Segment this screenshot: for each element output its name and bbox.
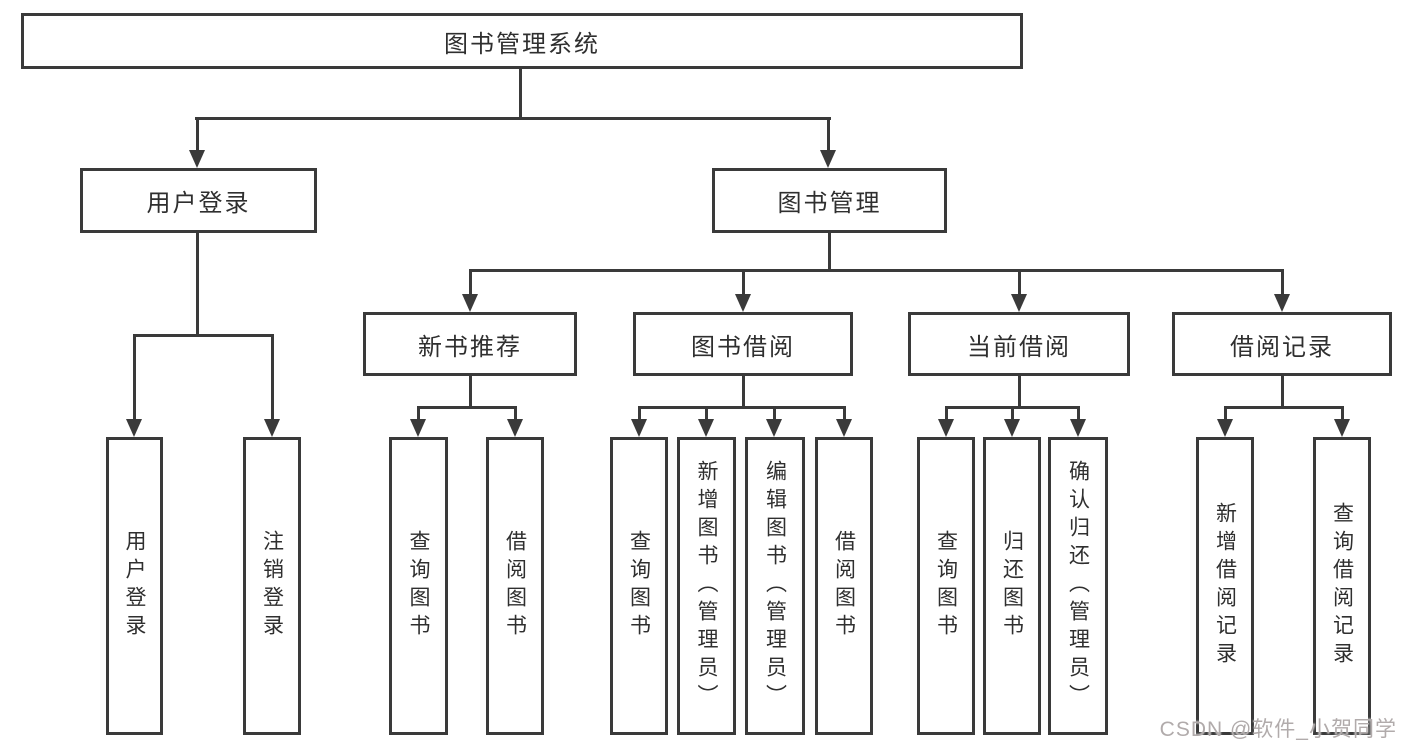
line-segment: [1224, 406, 1227, 421]
node-label: 查询借阅记录: [1330, 502, 1354, 670]
node-book-management: 图书管理: [712, 168, 947, 233]
node-label: 借阅图书: [503, 530, 527, 642]
node-label: 当前借阅: [967, 333, 1071, 361]
line-segment: [417, 406, 420, 421]
node-label: 查询图书: [934, 530, 958, 642]
line-segment: [469, 269, 472, 296]
node-label: 借阅图书: [832, 530, 856, 642]
arrow-down-icon: [126, 419, 142, 437]
line-segment: [196, 117, 199, 152]
leaf-query-books-current: 查询图书: [917, 437, 975, 735]
arrow-down-icon: [462, 294, 478, 312]
arrow-down-icon: [766, 419, 782, 437]
arrow-down-icon: [836, 419, 852, 437]
line-segment: [773, 406, 776, 421]
leaf-edit-books-admin: 编辑图书（管理员）: [745, 437, 805, 735]
arrow-down-icon: [1011, 294, 1027, 312]
node-label: 编辑图书（管理员）: [763, 460, 787, 712]
leaf-add-books-admin: 新增图书（管理员）: [677, 437, 736, 735]
line-segment: [638, 406, 641, 421]
line-segment: [1018, 376, 1021, 409]
leaf-query-books-recommend: 查询图书: [389, 437, 448, 735]
arrow-down-icon: [507, 419, 523, 437]
leaf-borrow-books-recommend: 借阅图书: [486, 437, 544, 735]
arrow-down-icon: [264, 419, 280, 437]
arrow-down-icon: [1217, 419, 1233, 437]
line-segment: [827, 117, 830, 152]
leaf-logout: 注销登录: [243, 437, 301, 735]
arrow-down-icon: [410, 419, 426, 437]
node-label: 图书管理系统: [444, 30, 600, 58]
node-label: 用户登录: [146, 190, 251, 217]
node-library-management-system: 图书管理系统: [21, 13, 1023, 69]
line-segment: [1224, 406, 1344, 409]
arrow-down-icon: [1334, 419, 1350, 437]
node-label: 归还图书: [1000, 530, 1024, 642]
line-segment: [469, 376, 472, 409]
line-segment: [1077, 406, 1080, 421]
line-segment: [133, 334, 136, 421]
leaf-add-borrow-record: 新增借阅记录: [1196, 437, 1254, 735]
line-segment: [638, 406, 846, 409]
leaf-return-books: 归还图书: [983, 437, 1041, 735]
line-segment: [705, 406, 708, 421]
line-segment: [1281, 269, 1284, 296]
line-segment: [1281, 376, 1284, 409]
leaf-query-borrow-record: 查询借阅记录: [1313, 437, 1371, 735]
node-label: 查询图书: [627, 530, 651, 642]
leaf-query-books-borrow: 查询图书: [610, 437, 668, 735]
arrow-down-icon: [189, 150, 205, 168]
line-segment: [828, 233, 831, 272]
line-segment: [1018, 269, 1021, 296]
node-label: 图书管理: [777, 190, 882, 217]
node-label: 图书借阅: [691, 333, 795, 361]
node-current-borrowing: 当前借阅: [908, 312, 1130, 376]
leaf-confirm-return-admin: 确认归还（管理员）: [1048, 437, 1108, 735]
node-label: 新书推荐: [418, 333, 522, 361]
line-segment: [1341, 406, 1344, 421]
line-segment: [519, 69, 522, 120]
node-new-book-recommendation: 新书推荐: [363, 312, 577, 376]
node-label: 新增图书（管理员）: [695, 460, 718, 712]
node-label: 查询图书: [407, 530, 430, 642]
line-segment: [271, 334, 274, 421]
arrow-down-icon: [820, 150, 836, 168]
node-label: 注销登录: [260, 530, 284, 642]
arrow-down-icon: [631, 419, 647, 437]
node-label: 确认归还（管理员）: [1066, 460, 1090, 712]
csdn-watermark: CSDN @软件_小贺同学: [1159, 718, 1397, 741]
arrow-down-icon: [698, 419, 714, 437]
line-segment: [514, 406, 517, 421]
node-label: 新增借阅记录: [1213, 502, 1237, 670]
line-segment: [133, 334, 274, 337]
leaf-borrow-books: 借阅图书: [815, 437, 873, 735]
arrow-down-icon: [1070, 419, 1086, 437]
line-segment: [417, 406, 517, 409]
line-segment: [196, 233, 199, 337]
arrow-down-icon: [938, 419, 954, 437]
line-segment: [469, 269, 1284, 272]
line-segment: [742, 376, 745, 409]
arrow-down-icon: [1004, 419, 1020, 437]
node-label: 用户登录: [123, 530, 146, 642]
node-book-borrowing: 图书借阅: [633, 312, 853, 376]
line-segment: [742, 269, 745, 296]
node-user-login: 用户登录: [80, 168, 317, 233]
line-segment: [843, 406, 846, 421]
arrow-down-icon: [735, 294, 751, 312]
arrow-down-icon: [1274, 294, 1290, 312]
line-segment: [195, 117, 831, 120]
line-segment: [945, 406, 948, 421]
line-segment: [1011, 406, 1014, 421]
leaf-user-login: 用户登录: [106, 437, 163, 735]
node-borrowing-records: 借阅记录: [1172, 312, 1392, 376]
node-label: 借阅记录: [1230, 333, 1334, 361]
